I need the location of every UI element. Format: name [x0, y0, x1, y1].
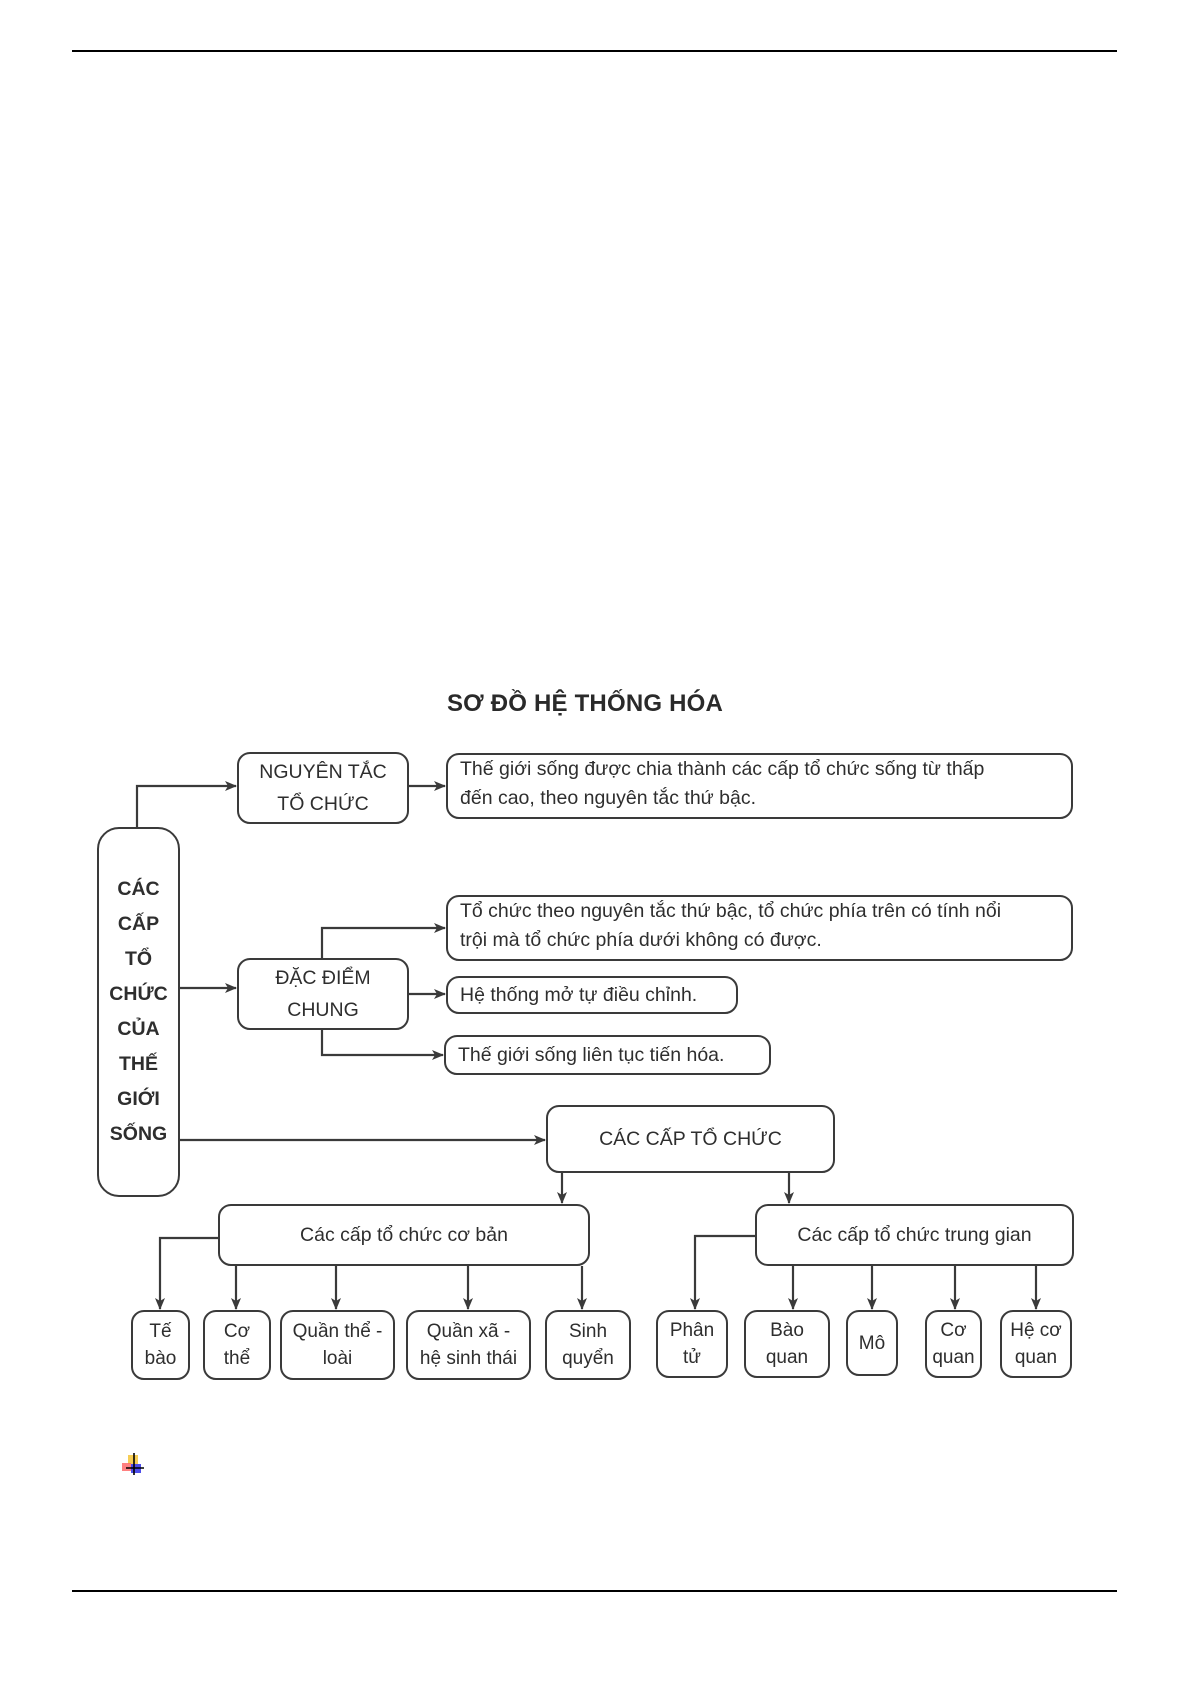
root-line: GIỚI — [117, 1088, 160, 1110]
root-line: CỦA — [117, 1018, 160, 1040]
dac-diem-label: ĐẶC ĐIỂM — [275, 967, 371, 989]
diagram-title: SƠ ĐỒ HỆ THỐNG HÓA — [446, 690, 724, 717]
nguyen-tac-label: TỔ CHỨC — [277, 793, 369, 815]
leaf-text: Quần xã - — [426, 1321, 511, 1342]
cac-cap-label: CÁC CẤP TỔ CHỨC — [599, 1128, 782, 1150]
trung-gian-child-bao-quan: Bào quan — [744, 1310, 830, 1378]
leaf-text: hệ sinh thái — [419, 1348, 518, 1369]
leaf-text: Cơ — [223, 1321, 251, 1342]
root-line: SỐNG — [109, 1123, 168, 1145]
co-ban-label: Các cấp tổ chức cơ bản — [300, 1224, 508, 1246]
co-ban-child-sinh-quyen: Sinh quyển — [545, 1310, 631, 1380]
dac-diem-item-text: Hệ thống mở tự điều chỉnh. — [460, 984, 698, 1006]
nguyen-tac-box: NGUYÊN TẮC TỔ CHỨC — [237, 752, 409, 824]
leaf-text: tử — [683, 1347, 701, 1368]
co-ban-box: Các cấp tổ chức cơ bản — [218, 1204, 590, 1266]
dac-diem-item-3: Thế giới sống liên tục tiến hóa. — [444, 1035, 771, 1075]
header-rule — [72, 50, 1117, 52]
co-ban-child-te-bao: Tế bào — [131, 1310, 190, 1380]
root-box: CÁC CẤP TỔ CHỨC CỦA THẾ GIỚI SỐNG — [97, 827, 180, 1197]
footer-rule — [72, 1590, 1117, 1592]
leaf-text: quan — [932, 1347, 975, 1368]
trung-gian-child-phan-tu: Phân tử — [656, 1310, 728, 1378]
connector-dac-diem-item1 — [320, 923, 446, 958]
leaf-text: bào — [144, 1348, 177, 1369]
leaf-text: quan — [1014, 1347, 1058, 1368]
root-line: TỔ — [124, 948, 153, 970]
root-line: CHỨC — [109, 983, 168, 1005]
leaf-text: Cơ — [940, 1320, 967, 1341]
co-ban-child-co-the: Cơ thể — [203, 1310, 271, 1380]
leaf-text: Mô — [858, 1332, 886, 1354]
co-ban-child-quan-the: Quần thể - loài — [280, 1310, 395, 1380]
leaf-text: Hệ cơ — [1010, 1320, 1062, 1341]
leaf-text: quyển — [562, 1348, 614, 1369]
nguyen-tac-description-box: Thế giới sống được chia thành các cấp tổ… — [446, 753, 1073, 819]
co-ban-child-quan-xa: Quần xã - hệ sinh thái — [406, 1310, 531, 1380]
dac-diem-label: CHUNG — [287, 999, 359, 1021]
trung-gian-label: Các cấp tổ chức trung gian — [797, 1224, 1032, 1246]
connector-dac-diem-item3 — [320, 1030, 444, 1060]
trung-gian-box: Các cấp tổ chức trung gian — [755, 1204, 1074, 1266]
trung-gian-child-he-co-quan: Hệ cơ quan — [1000, 1310, 1072, 1378]
colored-squares-bullet-icon — [122, 1453, 144, 1475]
dac-diem-box: ĐẶC ĐIỂM CHUNG — [237, 958, 409, 1030]
leaf-text: Phân — [669, 1320, 715, 1341]
trung-gian-child-mo: Mô — [846, 1310, 898, 1376]
leaf-text: Bào — [770, 1320, 804, 1341]
root-line: CÁC — [117, 878, 160, 900]
root-line: CẤP — [117, 913, 160, 935]
dac-diem-item-text: Thế giới sống liên tục tiến hóa. — [458, 1044, 725, 1066]
connector-co-ban-child-1 — [155, 1236, 218, 1310]
cac-cap-box: CÁC CẤP TỔ CHỨC — [546, 1105, 835, 1173]
dac-diem-item-text: Tổ chức theo nguyên tắc thứ bậc, tổ chức… — [460, 900, 1002, 922]
leaf-text: thể — [223, 1348, 251, 1369]
connector-trung-gian-child-1 — [690, 1234, 755, 1310]
trung-gian-child-co-quan: Cơ quan — [925, 1310, 982, 1378]
dac-diem-item-1: Tổ chức theo nguyên tắc thứ bậc, tổ chức… — [446, 895, 1073, 961]
dac-diem-item-2: Hệ thống mở tự điều chỉnh. — [446, 976, 738, 1014]
connector-root-nguyen-tac — [135, 781, 237, 828]
root-line: THẾ — [119, 1053, 158, 1075]
nguyen-tac-description: Thế giới sống được chia thành các cấp tổ… — [460, 758, 985, 780]
leaf-text: loài — [322, 1348, 353, 1369]
leaf-text: quan — [765, 1347, 809, 1368]
nguyen-tac-label: NGUYÊN TẮC — [259, 761, 387, 783]
leaf-text: Quần thể - — [292, 1321, 383, 1342]
leaf-text: Sinh — [568, 1321, 608, 1342]
nguyen-tac-description: đến cao, theo nguyên tắc thứ bậc. — [460, 787, 757, 809]
dac-diem-item-text: trội mà tổ chức phía dưới không có được. — [460, 929, 822, 951]
leaf-text: Tế — [149, 1321, 172, 1342]
